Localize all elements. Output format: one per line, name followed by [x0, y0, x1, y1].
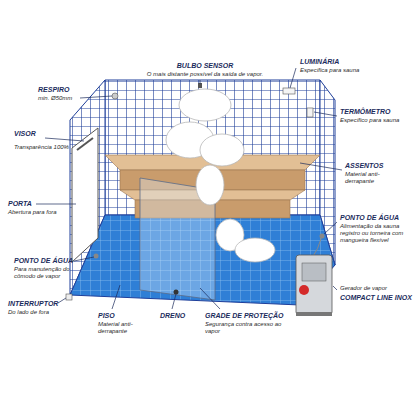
callout-note: O mais distante possível da saída de vap… [140, 71, 270, 78]
steam-cloud [166, 89, 275, 262]
callout-note: Material anti-derrapante [345, 171, 403, 185]
callout-note: Alimentação da sauna registro ou torneir… [340, 223, 416, 244]
callout-heading: ASSENTOS [345, 162, 415, 170]
callout-note: min. Ø50mm [38, 95, 98, 102]
callout-note: Material anti-derrapante [98, 321, 156, 335]
callout-heading: PISO [98, 312, 158, 320]
callout-note: Gerador de vapor [340, 285, 416, 292]
callout-heading: RESPIRO [38, 86, 98, 94]
callout-heading: PONTO DE ÁGUA [14, 257, 74, 265]
callout-note: Abertura para fora [8, 209, 78, 216]
door-window [77, 138, 93, 150]
callout-heading: LUMINÁRIA [300, 58, 390, 66]
leader-line [36, 68, 342, 309]
callout-heading: VISOR [14, 130, 74, 138]
callout-heading: PORTA [8, 200, 68, 208]
steam-generator [296, 255, 332, 316]
switch [66, 294, 72, 300]
right-wall [320, 80, 335, 265]
water-point [94, 254, 99, 259]
callout-heading: TERMÔMETRO [340, 108, 416, 116]
thermometer [307, 108, 313, 117]
callout-heading: PONTO DE ÁGUA [340, 214, 416, 222]
vent [112, 93, 118, 99]
callout-note: Do lado de fora [8, 309, 68, 316]
callout-note: Para manutenção do cômodo de vapor [14, 266, 80, 280]
callout-heading: INTERRUPTOR [8, 300, 68, 308]
callout-heading: BULBO SENSOR [140, 62, 270, 70]
callout-note: Transparência 100% [14, 144, 84, 151]
callout-heading: GRADE DE PROTEÇÃO [205, 312, 295, 320]
door [72, 128, 98, 262]
callout-note: Específico para sauna [340, 117, 416, 124]
callout-note: Segurança contra acesso ao vapor [205, 321, 289, 335]
sauna-light [283, 88, 295, 94]
callout-heading: DRENO [160, 312, 200, 320]
callout-heading: COMPACT LINE INOX [340, 294, 416, 302]
callout-note: Específica para sauna [300, 67, 390, 74]
back-wall [105, 80, 320, 215]
drain [174, 290, 179, 295]
